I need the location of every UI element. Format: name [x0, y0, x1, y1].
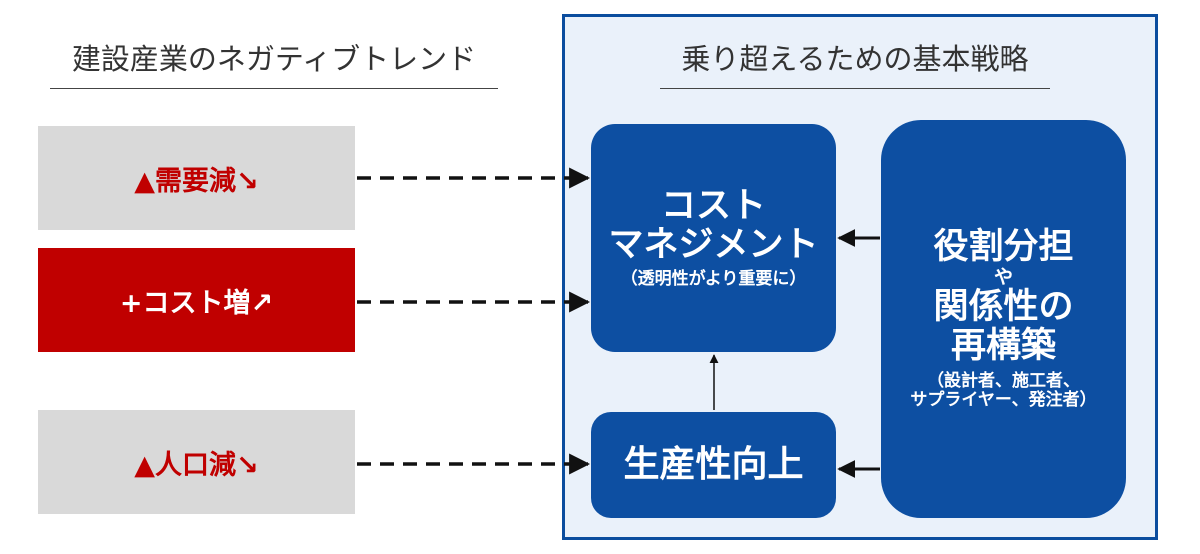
trend-demand-decrease-label: ▲需要減↘ — [134, 165, 259, 197]
cost-management-box: コスト マネジメント （透明性がより重要に） — [591, 124, 836, 352]
productivity-label: 生産性向上 — [623, 443, 804, 485]
cost-management-line2: マネジメント — [608, 225, 819, 266]
roles-note1: （設計者、施工者、 — [927, 371, 1080, 392]
left-heading-underline — [50, 88, 498, 89]
trend-population-decrease: ▲人口減↘ — [38, 410, 355, 514]
strategy-heading: 乗り超えるための基本戦略 — [681, 42, 1029, 76]
trend-cost-increase: +コスト増↗ — [38, 248, 355, 352]
roles-line1: 役割分担 — [933, 226, 1074, 267]
roles-note2: サプライヤー、発注者） — [910, 390, 1097, 411]
roles-line4: 再構築 — [950, 326, 1056, 367]
cost-management-line1: コスト — [660, 186, 766, 227]
productivity-box: 生産性向上 — [591, 412, 836, 518]
roles-line3: 関係性の — [933, 287, 1074, 327]
roles-line2: や — [993, 265, 1013, 288]
cost-management-note: （透明性がより重要に） — [620, 268, 807, 289]
negative-trends-heading: 建設産業のネガティブトレンド — [71, 42, 477, 76]
right-heading-underline — [660, 88, 1050, 89]
trend-population-decrease-label: ▲人口減↘ — [134, 449, 259, 481]
roles-box: 役割分担 や 関係性の 再構築 （設計者、施工者、 サプライヤー、発注者） — [881, 120, 1126, 518]
trend-demand-decrease: ▲需要減↘ — [38, 126, 355, 230]
trend-cost-increase-label: +コスト増↗ — [119, 287, 274, 319]
